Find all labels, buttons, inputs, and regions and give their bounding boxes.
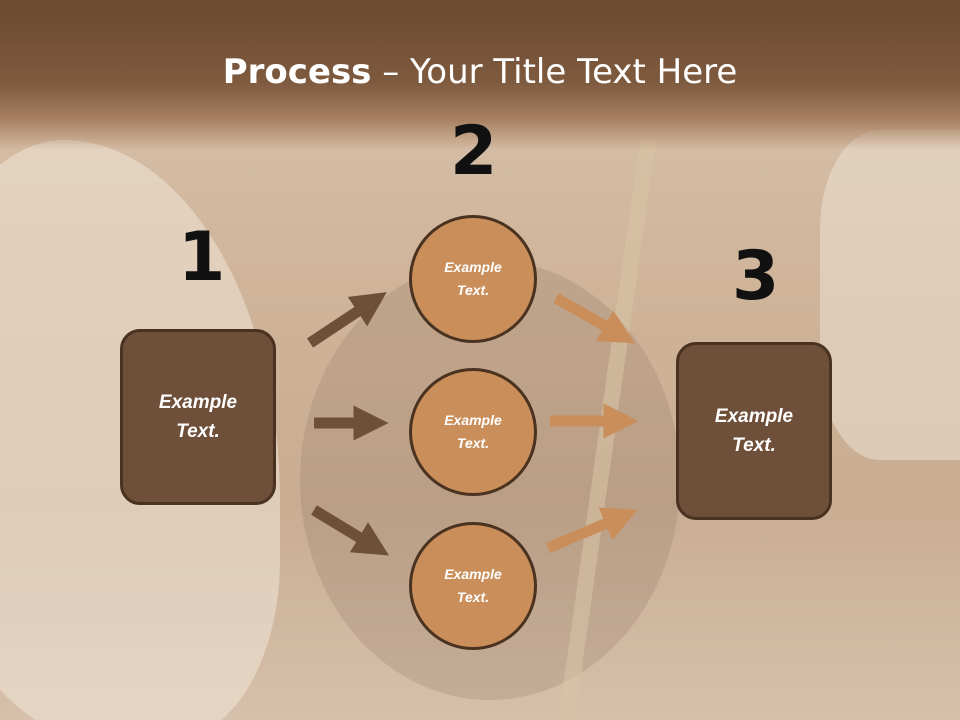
arrow-1-to-2c xyxy=(311,505,390,556)
circle-bottom: Example Text. xyxy=(409,522,537,650)
arrow-1-to-2a xyxy=(306,292,387,348)
title-rest: – Your Title Text Here xyxy=(371,52,738,92)
step-number-1: 1 xyxy=(178,218,226,297)
slide-title: Process – Your Title Text Here xyxy=(0,52,960,92)
circle-top: Example Text. xyxy=(409,215,537,343)
left-box-text: Example Text. xyxy=(158,392,238,442)
left-box: Example Text. xyxy=(120,329,276,505)
step-number-2: 2 xyxy=(450,112,498,191)
circle-middle-text: Example Text. xyxy=(444,412,502,451)
circle-top-text: Example Text. xyxy=(444,259,502,298)
circle-middle: Example Text. xyxy=(409,368,537,496)
title-bold: Process xyxy=(222,52,372,92)
step-number-3: 3 xyxy=(732,237,780,316)
background-photo-cloth xyxy=(820,130,960,460)
right-box-text: Example Text. xyxy=(714,406,794,456)
arrow-2c-to-3 xyxy=(545,507,638,554)
title-bar xyxy=(0,0,960,150)
arrow-2a-to-3 xyxy=(553,293,636,344)
right-box: Example Text. xyxy=(676,342,832,520)
circle-bottom-text: Example Text. xyxy=(444,566,502,605)
